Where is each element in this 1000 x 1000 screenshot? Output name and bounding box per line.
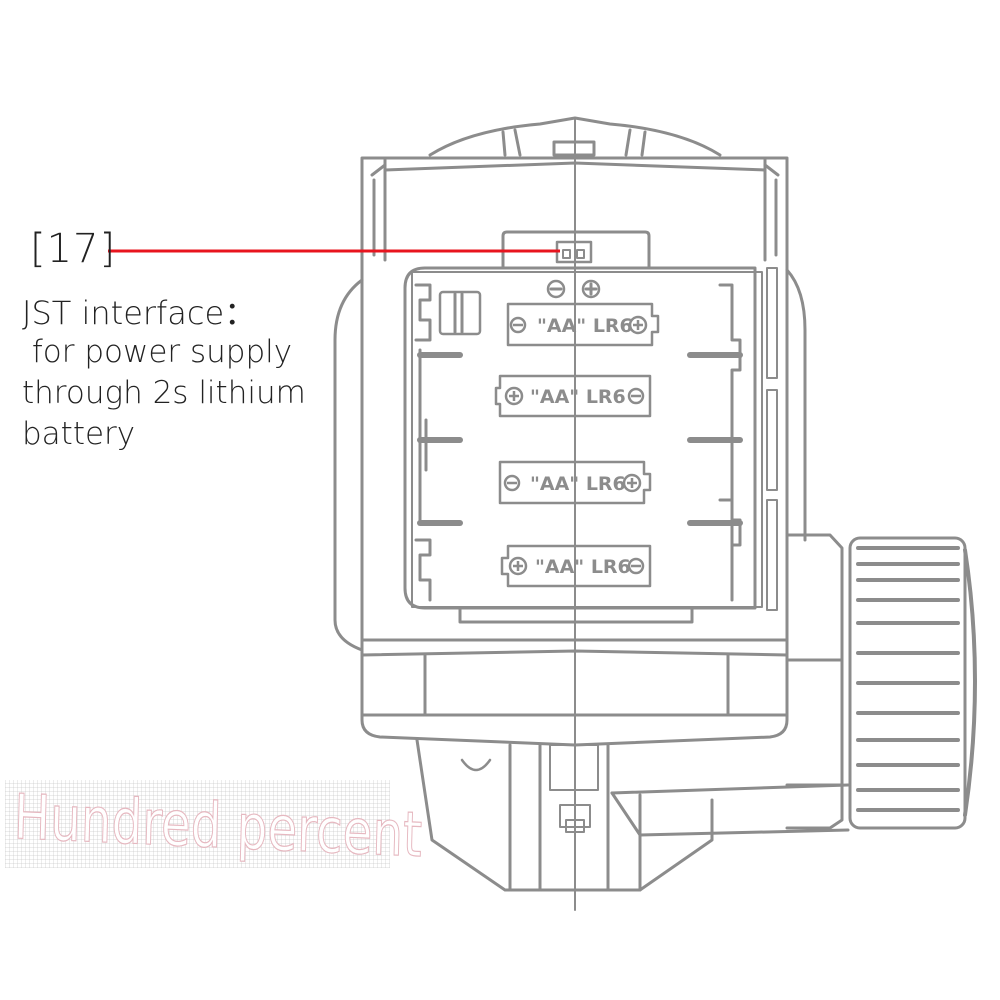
side-grips [333, 268, 807, 652]
steering-wheel [848, 536, 977, 830]
battery-terminal-icons [503, 315, 648, 576]
wheel-mount [785, 533, 844, 830]
watermark: Hundred percent [5, 779, 424, 872]
callout-title: JST interface： [22, 294, 257, 332]
callout-description: for power supply through 2s lithium batt… [22, 334, 306, 452]
callout-number: [17] [30, 226, 117, 272]
watermark-text: Hundred percent [12, 779, 423, 872]
battery-label-1: "AA" LR6 [537, 315, 633, 337]
polarity-marks [546, 279, 601, 299]
battery-label-2: "AA" LR6 [530, 386, 626, 408]
battery-cell-outlines [494, 302, 660, 588]
battery-tray [403, 266, 778, 624]
battery-label-3: "AA" LR6 [530, 473, 626, 495]
lower-body [360, 638, 850, 892]
battery-labels: "AA" LR6 "AA" LR6 "AA" LR6 "AA" LR6 [530, 315, 633, 578]
battery-label-4: "AA" LR6 [535, 556, 631, 578]
